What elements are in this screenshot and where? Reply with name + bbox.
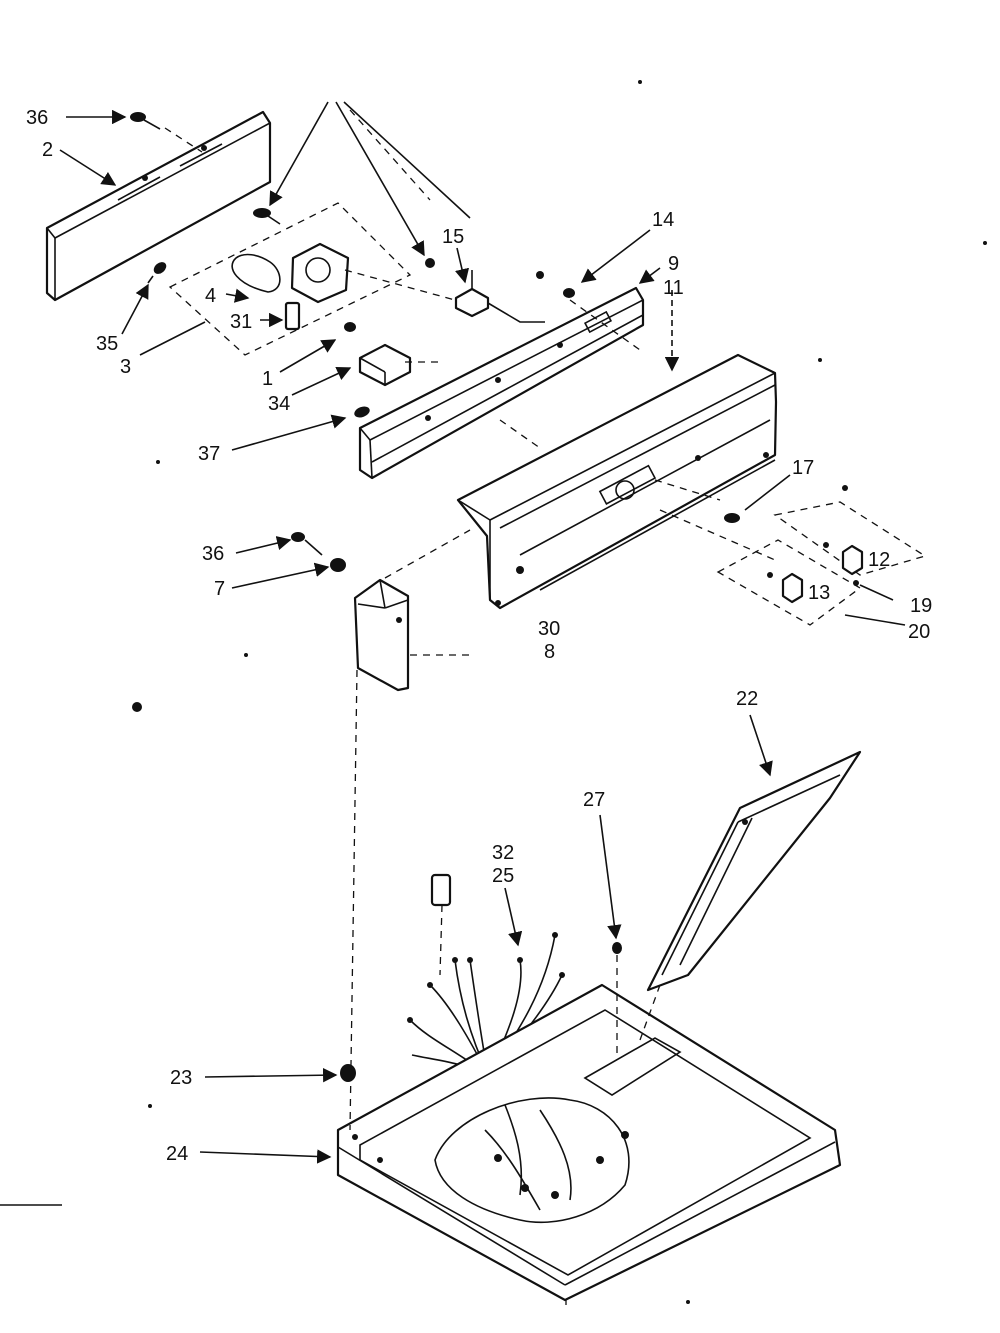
part-22-panel <box>646 750 862 992</box>
callout-30: 30 <box>538 618 560 640</box>
part-knobs-12-13 <box>716 485 927 626</box>
part-8-bracket <box>353 578 410 692</box>
part-7-screw <box>291 532 346 572</box>
part-23-clip <box>340 1064 356 1082</box>
part-37-clip <box>354 406 370 418</box>
callout-1: 1 <box>262 368 273 390</box>
callout-15: 15 <box>442 226 464 248</box>
part-timer-assembly <box>168 202 412 356</box>
callout-3: 3 <box>120 356 131 378</box>
part-14-screw <box>536 271 575 298</box>
part-screw-35 <box>147 262 167 284</box>
part-17-screw <box>724 513 740 523</box>
callout-36: 36 <box>26 107 48 129</box>
speck-marks <box>132 80 987 1304</box>
callout-36-lower: 36 <box>202 543 224 565</box>
part-11-console <box>456 353 778 610</box>
callout-32: 32 <box>492 842 514 864</box>
callout-35: 35 <box>96 333 118 355</box>
part-24-top <box>336 983 842 1302</box>
part-rear-panel <box>45 110 272 302</box>
callout-17: 17 <box>792 457 814 479</box>
callout-13: 13 <box>808 582 830 604</box>
part-screw-36-top <box>130 112 161 130</box>
callout-11: 11 <box>663 277 684 299</box>
part-switch <box>344 322 412 387</box>
callout-37: 37 <box>198 443 220 465</box>
callout-4: 4 <box>205 285 216 307</box>
callout-31: 31 <box>230 311 252 333</box>
callout-7: 7 <box>214 578 225 600</box>
part-15-bracket <box>425 258 545 323</box>
callout-labels: 36 2 35 3 4 31 1 34 37 15 14 9 11 17 12 … <box>26 107 932 1165</box>
callout-20: 20 <box>908 621 930 643</box>
callout-12: 12 <box>868 549 890 571</box>
callout-22: 22 <box>736 688 758 710</box>
callout-27: 27 <box>583 789 605 811</box>
callout-2: 2 <box>42 139 53 161</box>
callout-19: 19 <box>910 595 932 617</box>
dashed-guides <box>164 109 776 1305</box>
callout-34: 34 <box>268 393 290 415</box>
callout-23: 23 <box>170 1067 192 1089</box>
callout-25: 25 <box>492 865 514 887</box>
callout-14: 14 <box>652 209 674 231</box>
part-9-bracket <box>358 286 645 480</box>
callout-24: 24 <box>166 1143 188 1165</box>
callout-9: 9 <box>668 253 679 275</box>
part-32-connector <box>430 873 452 907</box>
part-27-screw <box>612 942 622 954</box>
callout-8: 8 <box>544 641 555 663</box>
leader-lines <box>59 101 906 1164</box>
